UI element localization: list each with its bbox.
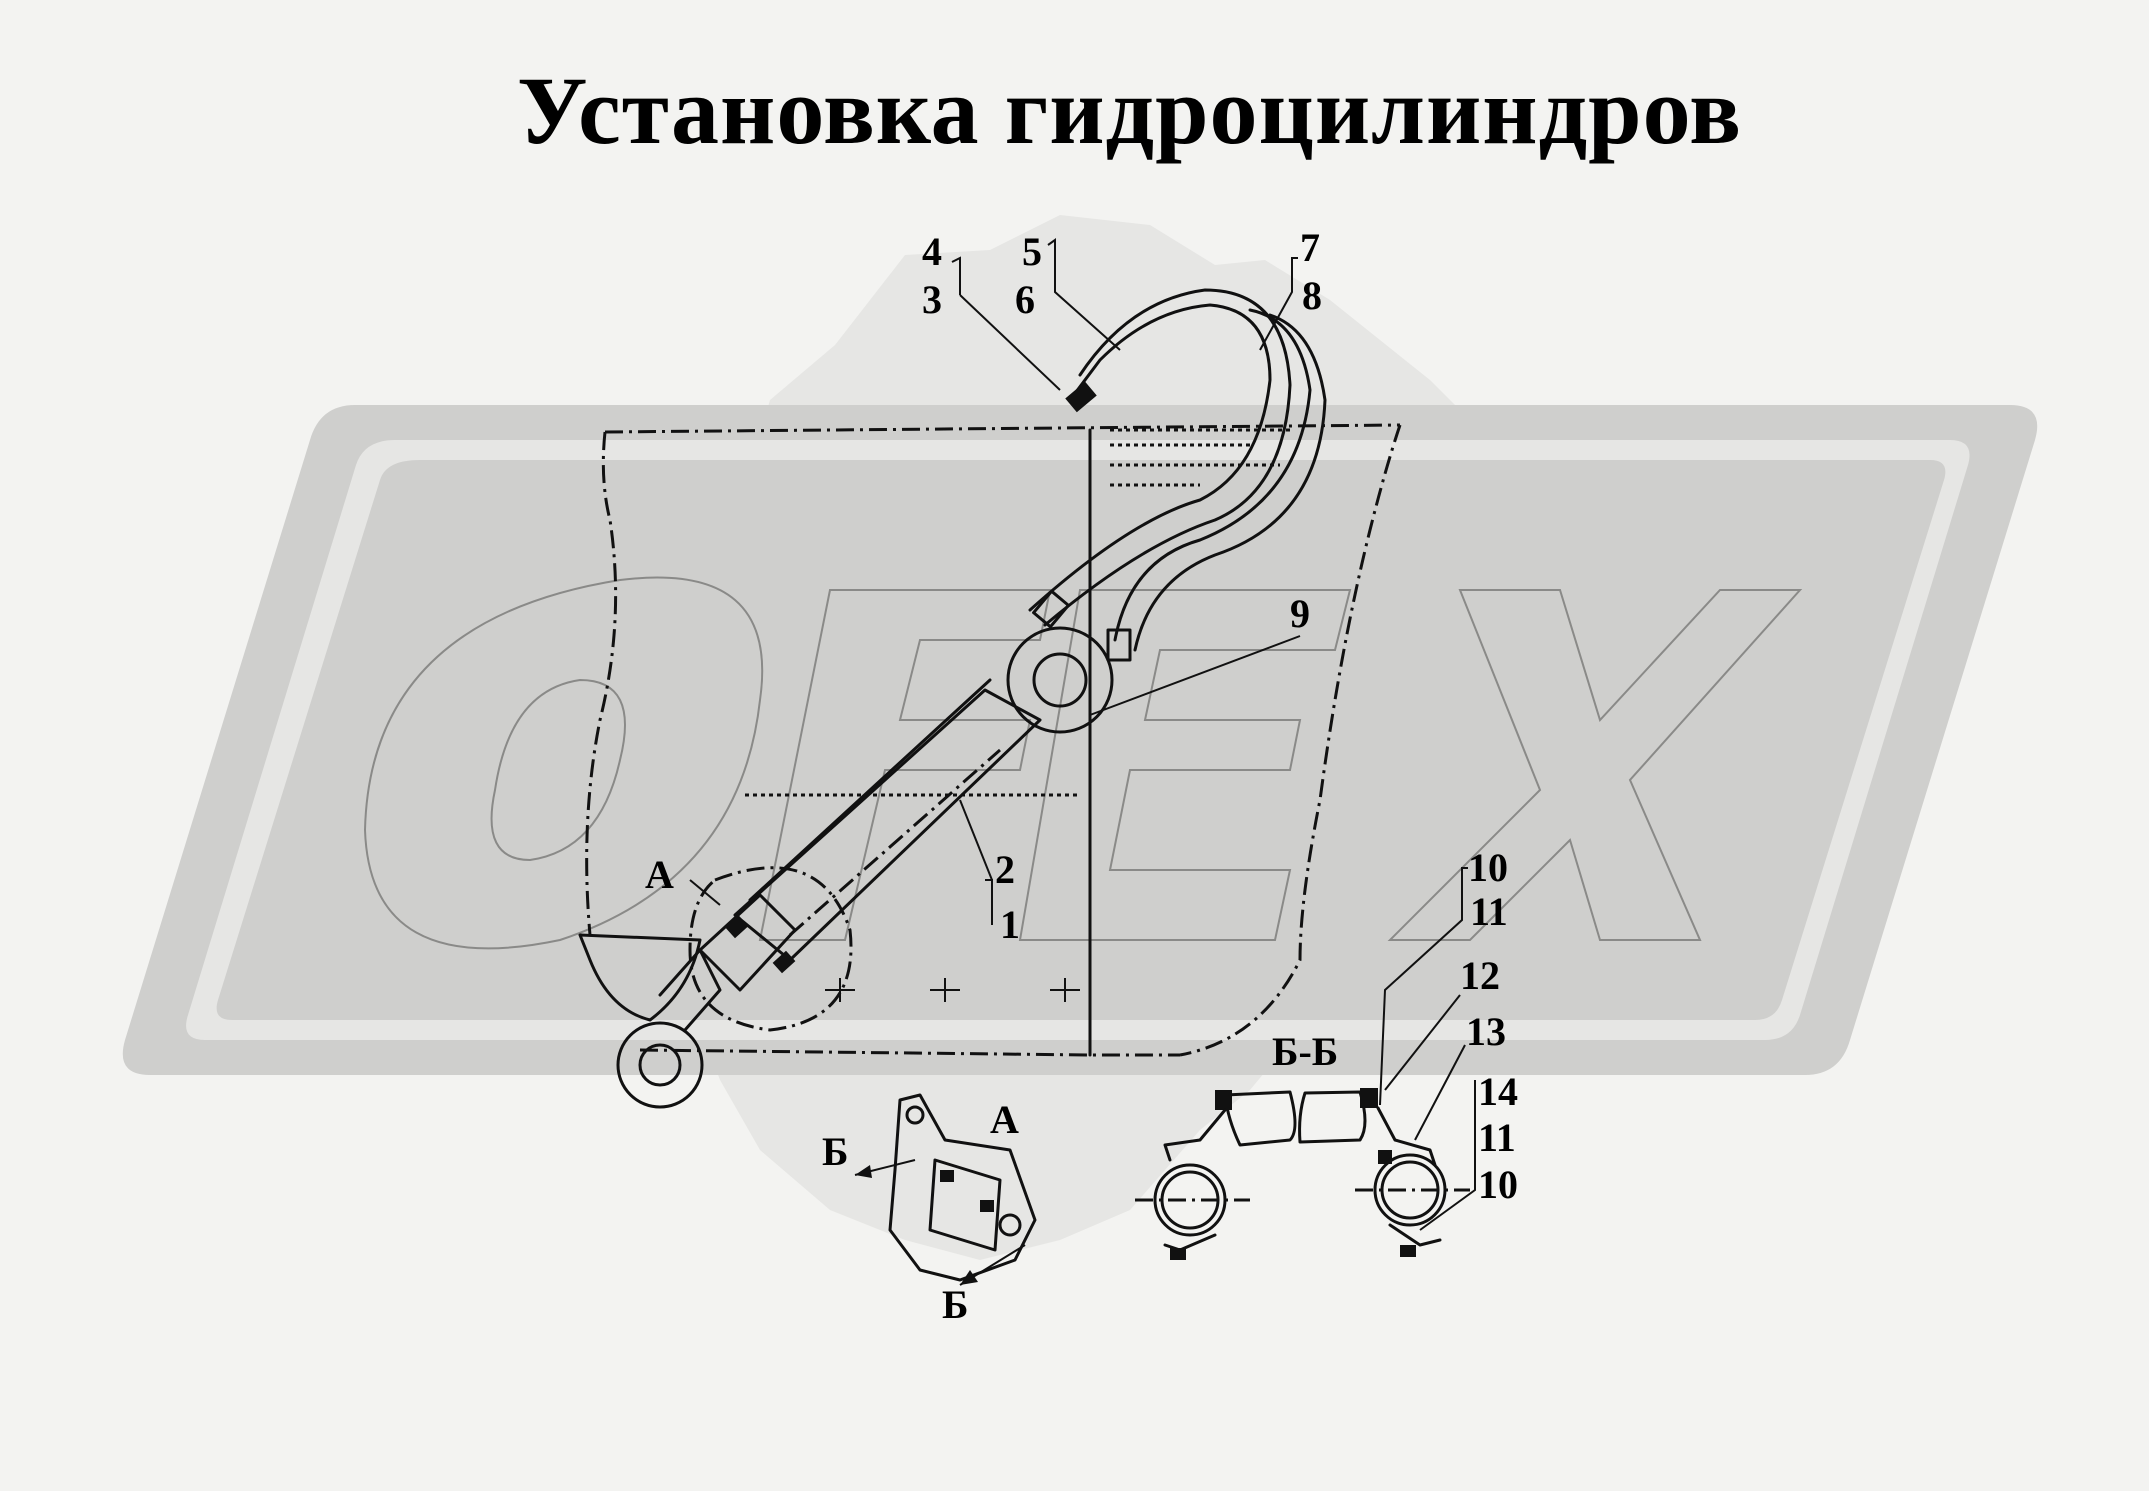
leader-9	[1089, 635, 1301, 716]
callout-9: 9	[1290, 591, 1310, 636]
view-a-bolt-2	[980, 1200, 994, 1212]
bucket-left-wall	[585, 431, 618, 936]
view-a-body	[888, 1093, 1037, 1282]
callout-3: 3	[922, 277, 942, 322]
callout-1: 1	[1000, 902, 1020, 947]
upper-pivot-eye	[1006, 626, 1114, 734]
callout-11-top: 11	[1470, 889, 1508, 934]
bucket-top-edge	[604, 423, 1401, 434]
watermark-letter-p	[758, 589, 1052, 941]
hose-inner	[1043, 288, 1292, 627]
section-mark-b-top: Б	[822, 1129, 849, 1174]
hose-fitting-mid	[1032, 589, 1070, 629]
callout-2: 2	[995, 847, 1015, 892]
watermark-logo	[122, 215, 2038, 1260]
leader-lines	[689, 238, 1476, 1231]
hose-fitting-right	[1106, 628, 1132, 662]
lower-pivot-pin	[638, 1043, 682, 1087]
watermark-letter-o	[363, 576, 764, 950]
bucket-crosses	[825, 978, 1080, 1002]
detail-view-a	[854, 1093, 1037, 1286]
hose-fitting-top	[1065, 381, 1097, 413]
leader-1-2	[959, 799, 993, 925]
leader-12	[1384, 994, 1461, 1091]
leader-10-11	[1379, 867, 1468, 1106]
watermark-letter-e	[1018, 589, 1352, 941]
bucket-right-wall	[1179, 424, 1402, 1057]
view-a-hole	[905, 1105, 925, 1125]
bb-left-bolt	[1170, 1248, 1186, 1260]
cylinder-axis	[789, 748, 1001, 937]
bb-right-nut	[1378, 1150, 1392, 1164]
callout-8: 8	[1302, 273, 1322, 318]
section-mark-b-bottom: Б	[942, 1282, 969, 1327]
callout-12: 12	[1460, 953, 1500, 998]
bb-right-clip	[1360, 1088, 1378, 1108]
view-a-bolt	[940, 1170, 954, 1182]
leader-14-11-10	[1419, 1080, 1476, 1231]
callout-6: 6	[1015, 277, 1035, 322]
section-label-b-b: Б-Б	[1272, 1029, 1339, 1074]
watermark-letter-x	[1387, 589, 1803, 941]
callout-7: 7	[1300, 225, 1320, 270]
page-title: Установка гидроцилиндров	[516, 57, 1743, 164]
cylinder-body	[733, 688, 1042, 962]
view-label-a: А	[990, 1097, 1019, 1142]
leader-a	[689, 879, 721, 906]
bb-right-bolt	[1400, 1245, 1416, 1257]
watermark-badge-fill	[216, 460, 1946, 1020]
bucket-texture	[1110, 428, 1290, 487]
hose-second-outer	[1113, 308, 1312, 642]
hydraulic-hoses	[1028, 288, 1327, 662]
callout-13: 13	[1466, 1009, 1506, 1054]
callout-5: 5	[1022, 229, 1042, 274]
bb-left-clip	[1215, 1090, 1232, 1110]
upper-pivot-pin	[1032, 652, 1088, 708]
hydraulic-cylinder	[616, 626, 1114, 1109]
leader-3-4	[951, 256, 1061, 391]
section-arrowhead-top	[855, 1165, 872, 1178]
detail-a-circle	[688, 866, 853, 1032]
view-a-hole-2	[998, 1213, 1022, 1237]
bb-right-block	[1298, 1090, 1367, 1144]
cylinder-head	[658, 893, 797, 1032]
callout-10-bottom: 10	[1478, 1162, 1518, 1207]
leader-5-6	[1047, 238, 1121, 351]
leader-13	[1414, 1044, 1466, 1141]
bucket-lower-lip	[578, 933, 702, 1022]
hose-second-inner	[1133, 313, 1327, 652]
hose-outer	[1028, 303, 1272, 612]
section-arrowhead-bottom	[960, 1270, 978, 1285]
bucket-outline	[578, 423, 1402, 1057]
lower-pivot-eye	[616, 1021, 704, 1109]
cylinder-rod	[748, 678, 992, 902]
callout-11-bottom: 11	[1478, 1115, 1516, 1160]
callout-14: 14	[1478, 1069, 1518, 1114]
leader-7-8	[1259, 257, 1298, 351]
head-bolt	[725, 915, 749, 939]
head-bolt-2	[772, 950, 796, 974]
section-b-b	[1135, 1088, 1470, 1260]
callout-4: 4	[922, 229, 942, 274]
view-a-plate	[928, 1158, 1002, 1252]
callout-10-top: 10	[1468, 845, 1508, 890]
bb-left-block	[1223, 1090, 1297, 1147]
callout-a-main: А	[645, 852, 674, 897]
bucket-bottom-edge	[639, 1048, 1180, 1057]
bb-right-bracket	[1376, 1106, 1442, 1247]
